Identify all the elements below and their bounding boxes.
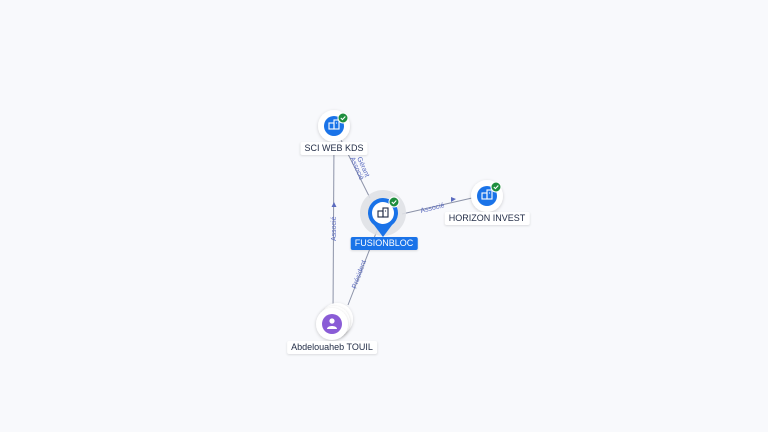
edge-label-associe-horizon: Associé	[420, 202, 446, 215]
arrow-heads	[331, 197, 456, 207]
verified-check-icon	[388, 196, 400, 208]
edge-label-associe-person: Associé	[331, 216, 338, 241]
edge-person-sci[interactable]	[332, 139, 335, 316]
person-icon	[327, 318, 337, 329]
building-icon	[481, 189, 493, 200]
building-icon	[328, 119, 340, 130]
node-horizon-invest[interactable]	[471, 180, 503, 212]
arrow-head-icon	[451, 197, 456, 202]
node-label-horizon-invest[interactable]: HORIZON INVEST	[444, 212, 530, 225]
edge-label-president: Président	[351, 259, 368, 289]
arrow-head-icon	[331, 202, 337, 207]
edge-fusionbloc-horizon[interactable]	[401, 197, 473, 215]
node-label-fusionbloc[interactable]: FUSIONBLOC	[350, 237, 418, 250]
verified-check-icon	[490, 181, 502, 193]
node-label-person[interactable]: Abdelouaheb TOUIL	[287, 341, 377, 354]
node-label-sci-web-kds[interactable]: SCI WEB KDS	[300, 142, 368, 155]
node-sci-web-kds[interactable]	[318, 110, 350, 142]
verified-check-icon	[337, 112, 349, 124]
node-person-touil[interactable]	[316, 303, 353, 340]
building-icon	[377, 207, 389, 218]
node-fusionbloc[interactable]	[360, 190, 406, 237]
